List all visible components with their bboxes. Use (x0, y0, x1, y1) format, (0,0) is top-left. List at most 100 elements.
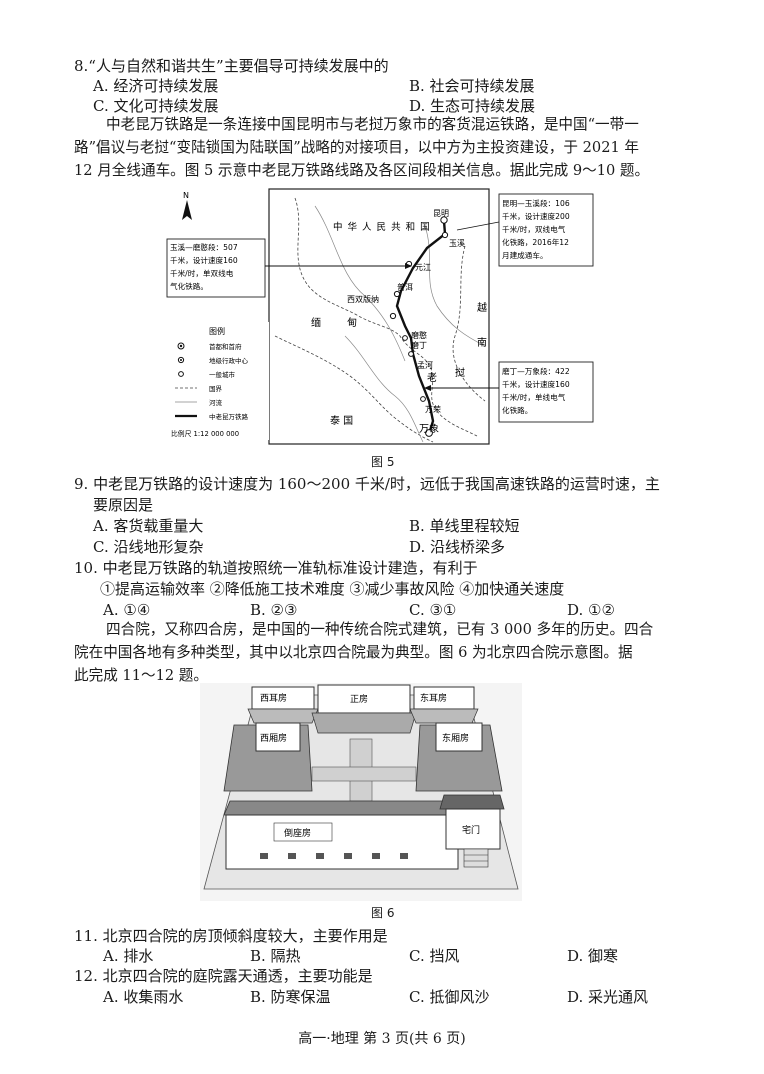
q11-stem: 11. 北京四合院的房顶倾斜度较大，主要作用是 (74, 927, 388, 945)
label-thailand: 泰 国 (330, 414, 353, 427)
passage2-line3: 此完成 11～12 题。 (74, 667, 208, 684)
passage1-line1: 中老昆万铁路是一条连接中国昆明市与老挝万象市的客货混运铁路，是中国“一带一 (106, 116, 639, 133)
label-vietnam-2: 南 (477, 336, 487, 349)
svg-text:千米/时，双线电气: 千米/时，双线电气 (502, 224, 566, 234)
north-arrow-icon: N (182, 191, 192, 220)
svg-text:千米，设计速度200: 千米，设计速度200 (502, 211, 570, 221)
map-legend: 图例 首都和首府 地级行政中心 一般城市 国界 河流 中老昆万铁路 比例尺 1:… (169, 322, 269, 440)
label-xishuangbanna: 西双版纳 (347, 294, 379, 304)
svg-text:磨丁—万象段：422: 磨丁—万象段：422 (502, 366, 570, 376)
passage2-line2: 院在中国各地有多种类型，其中以北京四合院最为典型。图 6 为北京四合院示意图。据 (74, 644, 633, 661)
arrowhead-yuxi-mohan (405, 263, 412, 269)
q8-option-c: C. 文化可持续发展 (93, 97, 219, 115)
svg-text:月建成通车。: 月建成通车。 (502, 250, 548, 260)
city-vientiane (425, 429, 433, 437)
q10-option-b: B. ②③ (250, 601, 298, 619)
label-laos-2: 挝 (455, 366, 465, 379)
q8-stem: 8.“人与自然和谐共生”主要倡导可持续发展中的 (74, 57, 389, 75)
q12-option-b: B. 防寒保温 (250, 988, 331, 1006)
q9-stem-line1: 9. 中老昆万铁路的设计速度为 160～200 千米/时，远低于我国高速铁路的运… (74, 475, 660, 493)
q8-option-a: A. 经济可持续发展 (93, 77, 219, 95)
label-china: 中 华 人 民 共 和 国 (333, 221, 431, 233)
border-thailand (274, 335, 434, 443)
label-yuxi: 玉溪 (449, 238, 465, 248)
city-xishuangbanna (389, 312, 397, 320)
city-vangvieng (420, 396, 426, 402)
page-footer: 高一·地理 第 3 页(共 6 页) (298, 1031, 466, 1047)
svg-text:西耳房: 西耳房 (260, 692, 287, 704)
svg-text:地级行政中心: 地级行政中心 (209, 356, 249, 365)
label-moding: 磨丁 (411, 340, 427, 350)
cross-path (311, 766, 417, 782)
arrowhead-moding-vientiane (424, 385, 431, 391)
svg-text:东耳房: 东耳房 (420, 692, 447, 704)
svg-text:玉溪—磨憨段：507: 玉溪—磨憨段：507 (170, 242, 238, 252)
q10-items: ①提高运输效率 ②降低施工技术难度 ③减少事故风险 ④加快通关速度 (100, 580, 565, 598)
border-vietnam (452, 245, 486, 402)
q9-option-a: A. 客货载重量大 (93, 517, 204, 535)
svg-text:宅门: 宅门 (462, 824, 480, 836)
q9-option-d: D. 沿线桥梁多 (409, 538, 506, 556)
railway-line (395, 220, 447, 435)
q11-option-c: C. 挡风 (409, 947, 460, 965)
city-yuxi (441, 231, 449, 239)
passage1-line3: 12 月全线通车。图 5 示意中老昆万铁路线路及各区间段相关信息。据此完成 9～… (74, 162, 650, 179)
building-dongxiangfang: 东厢房 (415, 722, 503, 792)
q8-option-d: D. 生态可持续发展 (409, 97, 536, 115)
label-puer: 普洱 (397, 282, 413, 292)
svg-text:图例: 图例 (209, 326, 225, 336)
label-vientiane: 万象 (419, 423, 439, 435)
svg-text:化铁路。: 化铁路。 (502, 405, 532, 415)
svg-text:中老昆万铁路: 中老昆万铁路 (209, 412, 249, 421)
svg-text:N: N (183, 191, 189, 200)
svg-text:西厢房: 西厢房 (260, 732, 287, 744)
river-2 (424, 225, 486, 347)
info-box-moding-vientiane: 磨丁—万象段：422 千米，设计速度160 千米/时，单线电气 化铁路。 (498, 361, 594, 423)
figure6-siheyuan: 西耳房 正房 东耳房 西厢房 东厢房 (200, 683, 522, 901)
q9-option-b: B. 单线里程较短 (409, 517, 520, 535)
map-frame (268, 188, 490, 445)
q8-option-b: B. 社会可持续发展 (409, 77, 535, 95)
svg-text:正房: 正房 (350, 693, 368, 705)
q11-option-d: D. 御寒 (567, 947, 619, 965)
figure5-caption: 图 5 (371, 455, 395, 469)
city-kunming (440, 216, 448, 224)
svg-text:倒座房: 倒座房 (284, 827, 311, 839)
figure6-caption: 图 6 (371, 906, 395, 920)
passage2-line1: 四合院，又称四合房，是中国的一种传统合院式建筑，已有 3 000 多年的历史。四… (106, 621, 654, 638)
q9-stem-line2: 要原因是 (93, 496, 154, 514)
q10-option-d: D. ①② (567, 601, 615, 619)
label-menghe: 孟河 (417, 360, 433, 370)
city-puer (393, 290, 401, 298)
river-1 (314, 205, 406, 362)
q12-stem: 12. 北京四合院的庭院露天通透，主要功能是 (74, 967, 373, 985)
label-myanmar-1: 缅 (311, 316, 321, 329)
label-yuanjiang: 元江 (415, 263, 431, 272)
building-daozuofang: 倒座房 (223, 800, 463, 870)
building-xixiangfang: 西厢房 (223, 722, 313, 792)
building-xierfang: 西耳房 (247, 686, 319, 724)
passage1-line2: 路”倡议与老挝“变陆锁国为陆联国”战略的对接项目，以中方为主投资建设，于 202… (74, 139, 639, 156)
building-zhengfang: 正房 (311, 684, 417, 734)
city-mohan (402, 335, 408, 341)
q10-option-a: A. ①④ (103, 601, 151, 619)
svg-text:东厢房: 东厢房 (442, 732, 469, 744)
svg-text:千米，设计速度160: 千米，设计速度160 (170, 255, 238, 265)
svg-text:千米/时，单双线电: 千米/时，单双线电 (170, 268, 234, 278)
label-laos-1: 老 (427, 371, 437, 384)
info-box-yuxi-mohan: 玉溪—磨憨段：507 千米，设计速度160 千米/时，单双线电 气化铁路。 (166, 238, 266, 298)
city-mengsai (408, 351, 414, 357)
svg-text:昆明—玉溪段：106: 昆明—玉溪段：106 (502, 198, 570, 208)
label-kunming: 昆明 (433, 209, 449, 218)
label-mohan: 磨憨 (411, 330, 427, 340)
svg-text:一般城市: 一般城市 (209, 370, 236, 379)
svg-text:千米，设计速度160: 千米，设计速度160 (502, 379, 570, 389)
building-dongerfang: 东耳房 (409, 686, 479, 724)
label-vangvieng: 万荣 (425, 404, 441, 414)
q12-option-c: C. 抵御风沙 (409, 988, 490, 1006)
svg-text:国界: 国界 (209, 385, 223, 393)
q9-option-c: C. 沿线地形复杂 (93, 538, 204, 556)
svg-text:首都和首府: 首都和首府 (209, 342, 242, 351)
svg-text:河流: 河流 (209, 398, 223, 407)
